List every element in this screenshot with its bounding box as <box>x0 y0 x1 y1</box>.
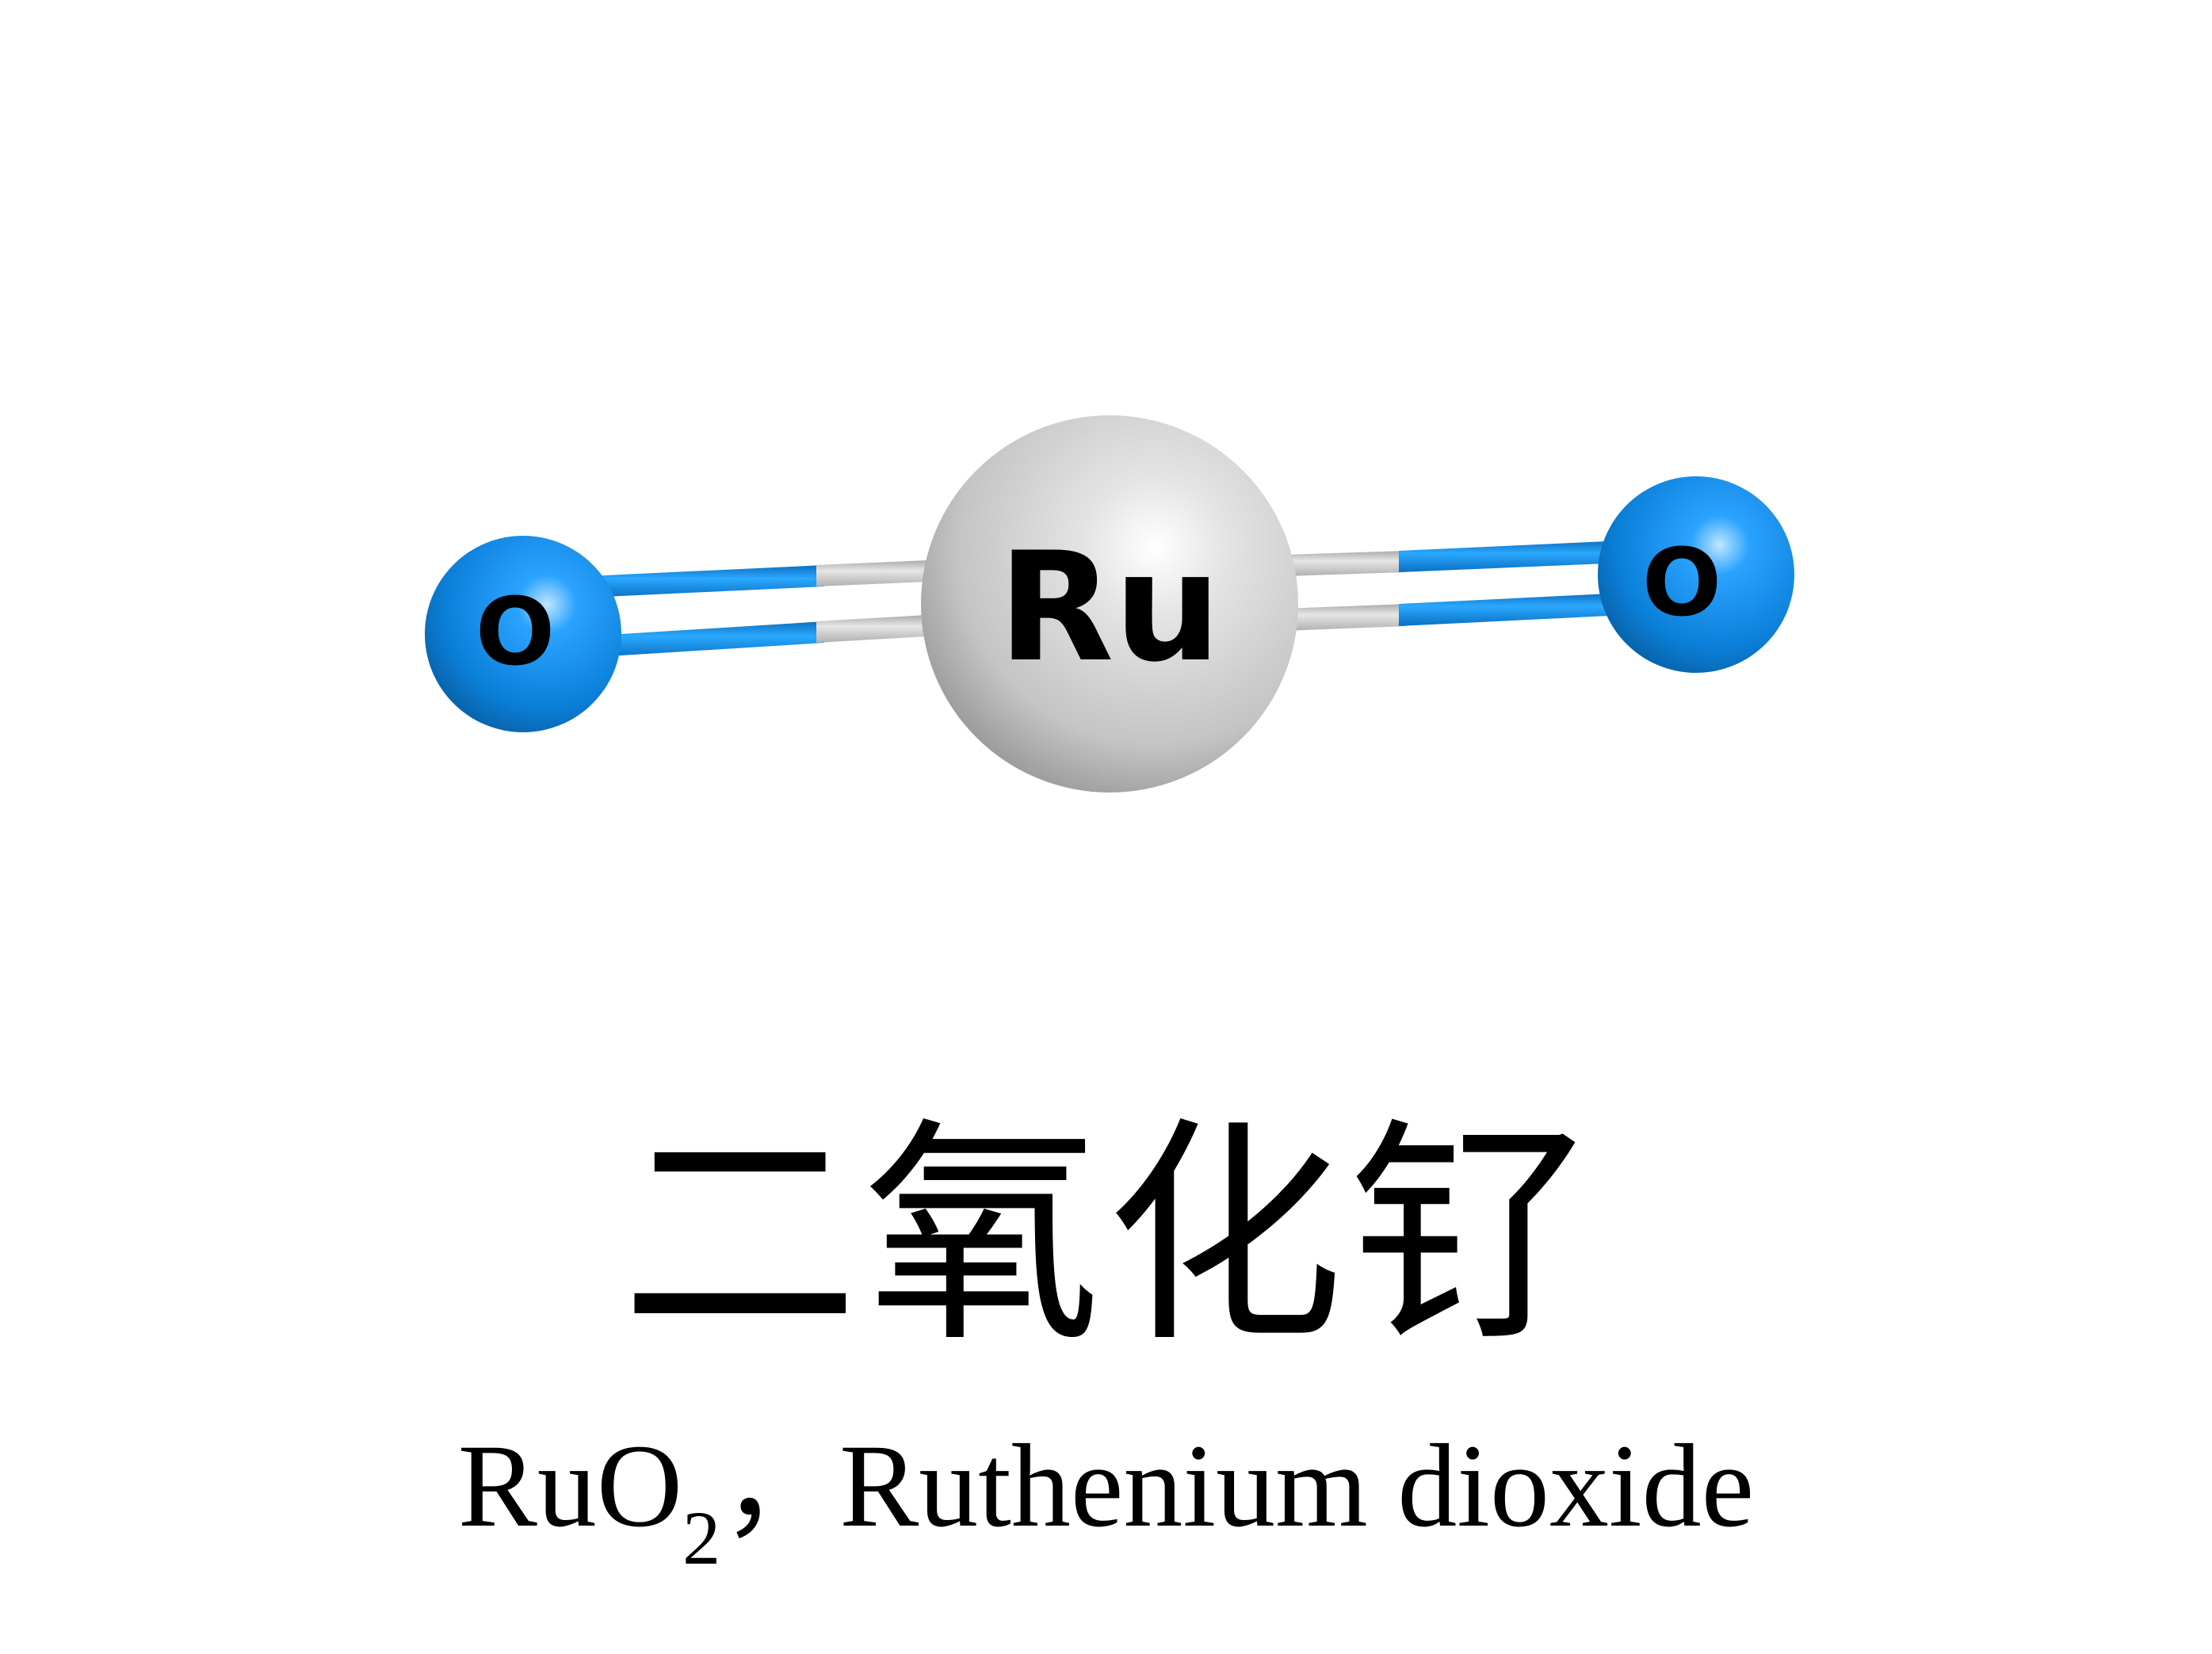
oxygen-label-right: O <box>1642 528 1721 637</box>
ruthenium-label: Ru <box>998 520 1221 695</box>
compound-name-chinese: 二氧化钌 <box>621 1098 1591 1374</box>
formula-subscript: 2 <box>682 1495 721 1580</box>
formula-and-english-name: RuO2，Ruthenium dioxide <box>0 1419 2212 1576</box>
left-bond-lower-grey <box>816 615 927 643</box>
separator: ， <box>720 1420 840 1552</box>
ruthenium-atom <box>921 415 1298 793</box>
right-bond-upper-grey <box>1284 551 1407 576</box>
right-bond-lower-blue <box>1399 593 1625 626</box>
oxygen-atom-right <box>1598 476 1794 673</box>
oxygen-label-left: O <box>476 577 555 686</box>
left-bond-upper-grey <box>816 560 927 586</box>
oxygen-atom-left <box>425 536 621 732</box>
left-double-bond <box>571 560 927 659</box>
english-name: Ruthenium dioxide <box>839 1420 1755 1552</box>
right-bond-lower-grey <box>1284 604 1407 631</box>
formula-main: RuO <box>457 1420 683 1552</box>
right-double-bond <box>1284 541 1625 631</box>
left-bond-upper-blue <box>571 565 824 598</box>
right-bond-upper-blue <box>1399 541 1625 572</box>
left-bond-lower-blue <box>571 621 824 659</box>
